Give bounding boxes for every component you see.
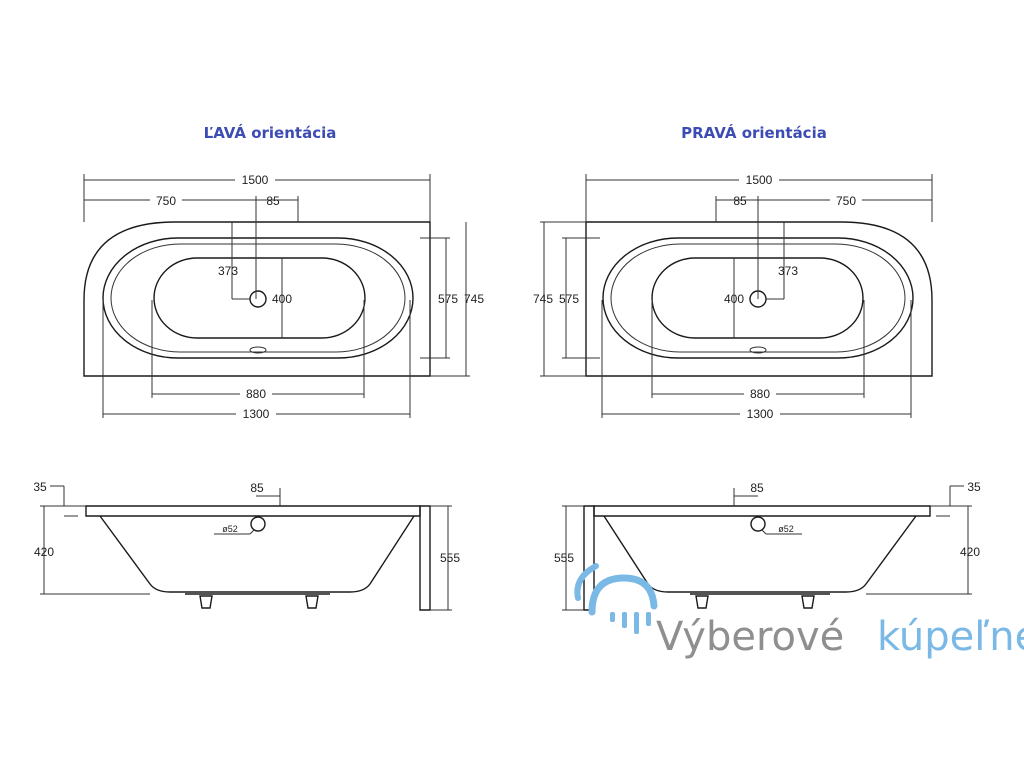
dim-left-drain-y: 400 bbox=[272, 292, 292, 306]
dim-left-overflow: ø52 bbox=[222, 524, 238, 534]
dim-left-overall-length: 1500 bbox=[242, 173, 269, 187]
dim-left-drain-x: 373 bbox=[218, 264, 238, 278]
right-basin-outline bbox=[651, 257, 864, 339]
dim-left-basin-length: 880 bbox=[246, 387, 266, 401]
dim-left-rim-thickness: 35 bbox=[33, 480, 47, 494]
right-side-overflow bbox=[750, 516, 766, 532]
right-rim-inner-outline bbox=[610, 243, 906, 353]
left-foot-2 bbox=[305, 595, 319, 609]
right-side-view: ø52 85 35 420 555 bbox=[554, 480, 981, 611]
right-foot-2 bbox=[801, 595, 815, 609]
dim-right-overall-length: 1500 bbox=[746, 173, 773, 187]
dim-right-rim-length: 1300 bbox=[747, 407, 774, 421]
dim-left-total-height: 555 bbox=[440, 551, 460, 565]
dim-right-overflow: ø52 bbox=[778, 524, 794, 534]
left-rim-outline bbox=[102, 237, 414, 359]
right-outer-outline bbox=[585, 221, 933, 377]
right-top-view: 1500 85 750 373 400 745 575 880 bbox=[533, 172, 933, 421]
dim-left-side-offset: 85 bbox=[250, 481, 264, 495]
left-side-view: ø52 85 35 420 555 bbox=[33, 480, 460, 611]
dim-right-drain-x: 373 bbox=[778, 264, 798, 278]
title-left-orientation: ĽAVÁ orientácia bbox=[204, 123, 337, 142]
dim-right-basin-length: 880 bbox=[750, 387, 770, 401]
brand-logo: Výberové kúpeľne bbox=[574, 563, 1024, 660]
left-side-basin bbox=[99, 515, 415, 593]
left-side-rim bbox=[85, 505, 421, 517]
left-rim-inner-outline bbox=[110, 243, 406, 353]
dim-right-half-length: 750 bbox=[836, 194, 856, 208]
dim-left-overall-width: 745 bbox=[464, 292, 484, 306]
right-side-rim bbox=[593, 505, 931, 517]
left-foot-1 bbox=[199, 595, 213, 609]
dim-left-inner-width: 575 bbox=[438, 292, 458, 306]
brand-name-part1: Výberové bbox=[656, 614, 844, 660]
left-side-panel bbox=[419, 505, 431, 611]
shower-icon bbox=[574, 563, 658, 634]
dim-right-drain-y: 400 bbox=[724, 292, 744, 306]
left-top-view: 1500 750 85 373 400 575 745 880 bbox=[83, 172, 484, 421]
right-overflow bbox=[749, 346, 767, 354]
dim-right-depth: 420 bbox=[960, 545, 980, 559]
dim-right-offset: 85 bbox=[733, 194, 747, 208]
dim-right-inner-width: 575 bbox=[559, 292, 579, 306]
left-side-overflow bbox=[250, 516, 266, 532]
left-outer-outline bbox=[83, 221, 431, 377]
dim-right-overall-width: 745 bbox=[533, 292, 553, 306]
dim-left-offset: 85 bbox=[266, 194, 280, 208]
dim-right-total-height: 555 bbox=[554, 551, 574, 565]
dim-right-side-offset: 85 bbox=[750, 481, 764, 495]
title-right-orientation: PRAVÁ orientácia bbox=[681, 123, 827, 142]
dim-right-rim-thickness: 35 bbox=[967, 480, 981, 494]
dim-left-rim-length: 1300 bbox=[243, 407, 270, 421]
brand-name-part2: kúpeľne bbox=[877, 614, 1024, 660]
dim-left-depth: 420 bbox=[34, 545, 54, 559]
right-side-basin bbox=[603, 515, 917, 593]
left-drain bbox=[249, 290, 267, 308]
right-foot-1 bbox=[695, 595, 709, 609]
left-basin-outline bbox=[153, 257, 366, 339]
right-rim-outline bbox=[602, 237, 914, 359]
dim-left-half-length: 750 bbox=[156, 194, 176, 208]
left-overflow bbox=[249, 346, 267, 354]
